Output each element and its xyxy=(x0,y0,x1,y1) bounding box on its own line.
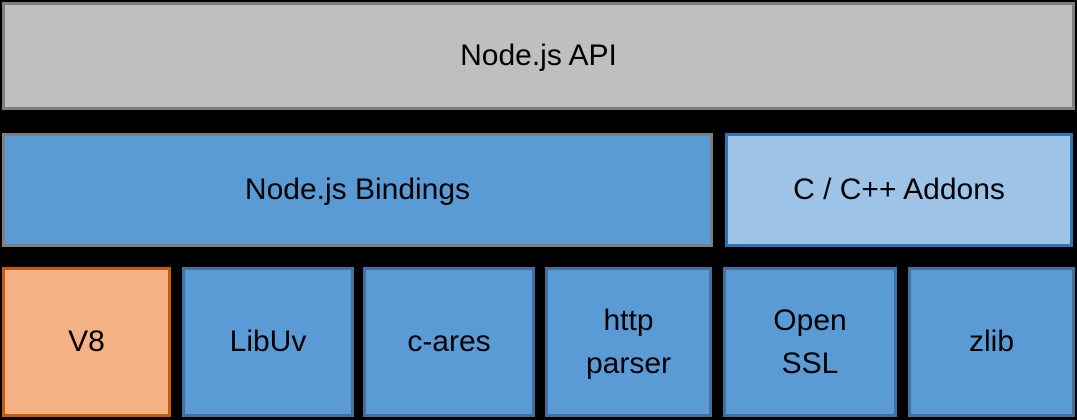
layer-nodejs-api-label: Node.js API xyxy=(460,39,617,73)
layer-nodejs-bindings: Node.js Bindings xyxy=(2,133,713,247)
dependency-http-parser: http parser xyxy=(545,267,712,417)
dependency-open-ssl: Open SSL xyxy=(723,267,897,417)
dependency-open-ssl-label: Open SSL xyxy=(773,303,847,381)
layer-c-cpp-addons-label: C / C++ Addons xyxy=(793,173,1005,207)
dependency-v8: V8 xyxy=(2,267,171,417)
dependency-c-ares-label: c-ares xyxy=(407,325,491,359)
dependency-c-ares: c-ares xyxy=(363,267,535,417)
dependency-http-parser-label: http parser xyxy=(585,303,672,381)
dependency-v8-label: V8 xyxy=(68,325,105,359)
layer-nodejs-api: Node.js API xyxy=(2,2,1075,110)
layer-nodejs-bindings-label: Node.js Bindings xyxy=(244,173,471,207)
dependency-zlib: zlib xyxy=(908,267,1075,417)
dependency-libuv: LibUv xyxy=(182,267,354,417)
dependency-zlib-label: zlib xyxy=(968,325,1014,359)
layer-c-cpp-addons: C / C++ Addons xyxy=(725,133,1073,247)
dependency-libuv-label: LibUv xyxy=(229,325,307,359)
